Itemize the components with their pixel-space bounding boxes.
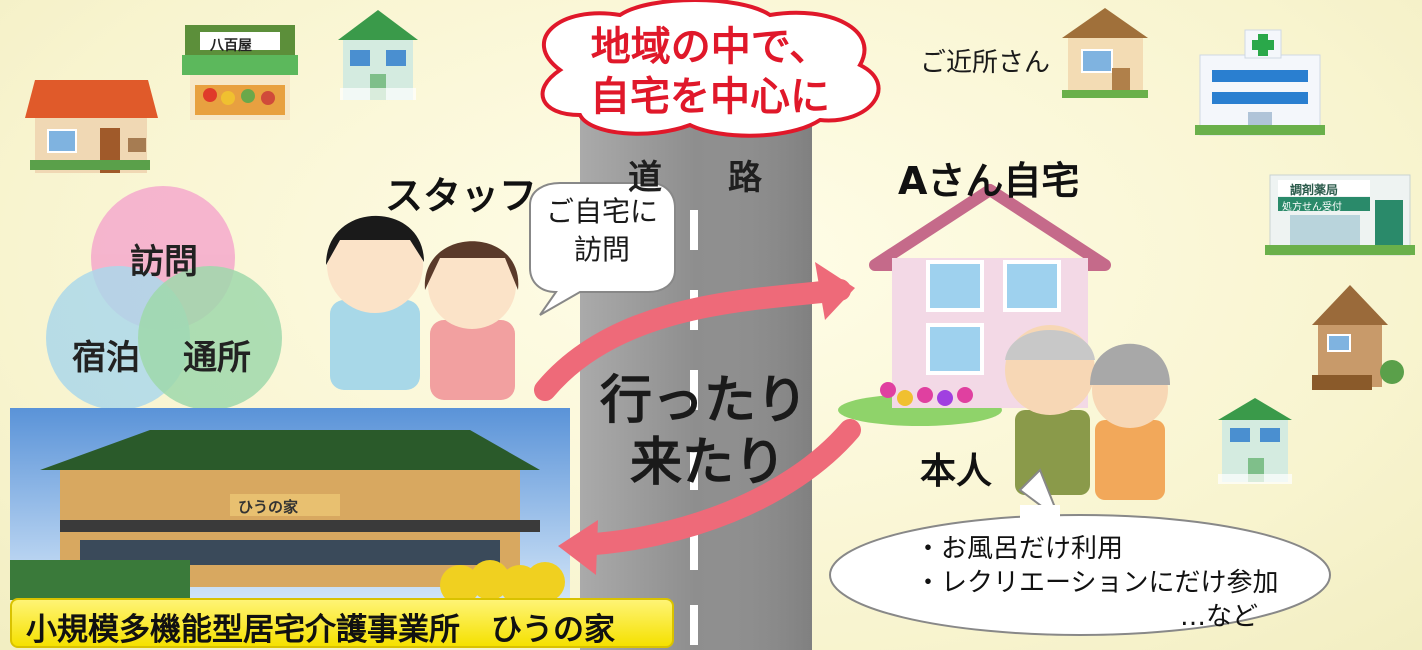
neighbor-house [1062,8,1148,98]
staff-label: スタッフ [385,174,538,218]
arrow-text-line2: 来たり [630,433,787,493]
staff-figures [326,215,519,400]
home-label: Aさん自宅 [898,159,1080,203]
staff-speech-bubble [529,182,676,316]
house-green [338,10,418,100]
note-bubble [829,468,1331,636]
house-red-roof [25,80,158,173]
house-brown [1312,285,1404,390]
elderly-couple [1005,325,1170,500]
venn-diagram [46,186,282,410]
road-char-1: 道 [628,158,662,198]
venn-label-visit: 訪問 [130,242,198,282]
cloud-title-line2: 自宅を中心に [590,74,830,120]
greengrocer-shop [182,25,298,120]
visit-bubble-text: ご自宅に 訪問 [537,193,667,269]
facility-building [10,408,570,605]
note-line3: …など [1180,602,1259,632]
cloud-title-line1: 地域の中で、 [590,24,830,70]
facility-banner-text: 小規模多機能型居宅介護事業所 ひうの家 [26,612,615,648]
venn-label-stay: 宿泊 [72,338,140,378]
pharmacy [1265,174,1415,256]
pharmacy-sub: 処方せん受付 [1282,202,1342,213]
arrow-text-line1: 行ったり [600,371,809,431]
neighbor-label: ご近所さん [920,48,1051,78]
note-line2: ・レクリエーションにだけ参加 [915,568,1279,598]
venn-label-day: 通所 [183,338,251,378]
visit-bubble-line1: ご自宅に [545,195,658,228]
note-line1: ・お風呂だけ利用 [915,534,1124,564]
arrow-text: 行ったり 来たり [600,370,808,494]
shop-sign: 八百屋 [210,38,252,54]
back-and-forth-arrows [534,262,861,575]
cloud-bubble [540,0,881,138]
visit-bubble-line2: 訪問 [573,233,630,266]
pharmacy-sign: 調剤薬局 [1290,183,1339,197]
facility-banner: 小規模多機能型居宅介護事業所 ひうの家 [10,598,674,648]
house-green-small [1218,398,1292,484]
person-label: 本人 [920,451,993,492]
road-char-2: 路 [728,158,762,198]
facility-sign: ひうの家 [238,498,299,516]
hospital [1195,29,1325,136]
cloud-title: 地域の中で、 自宅を中心に [590,22,830,122]
note-text: ・お風呂だけ利用 ・レクリエーションにだけ参加 …など [915,532,1278,634]
